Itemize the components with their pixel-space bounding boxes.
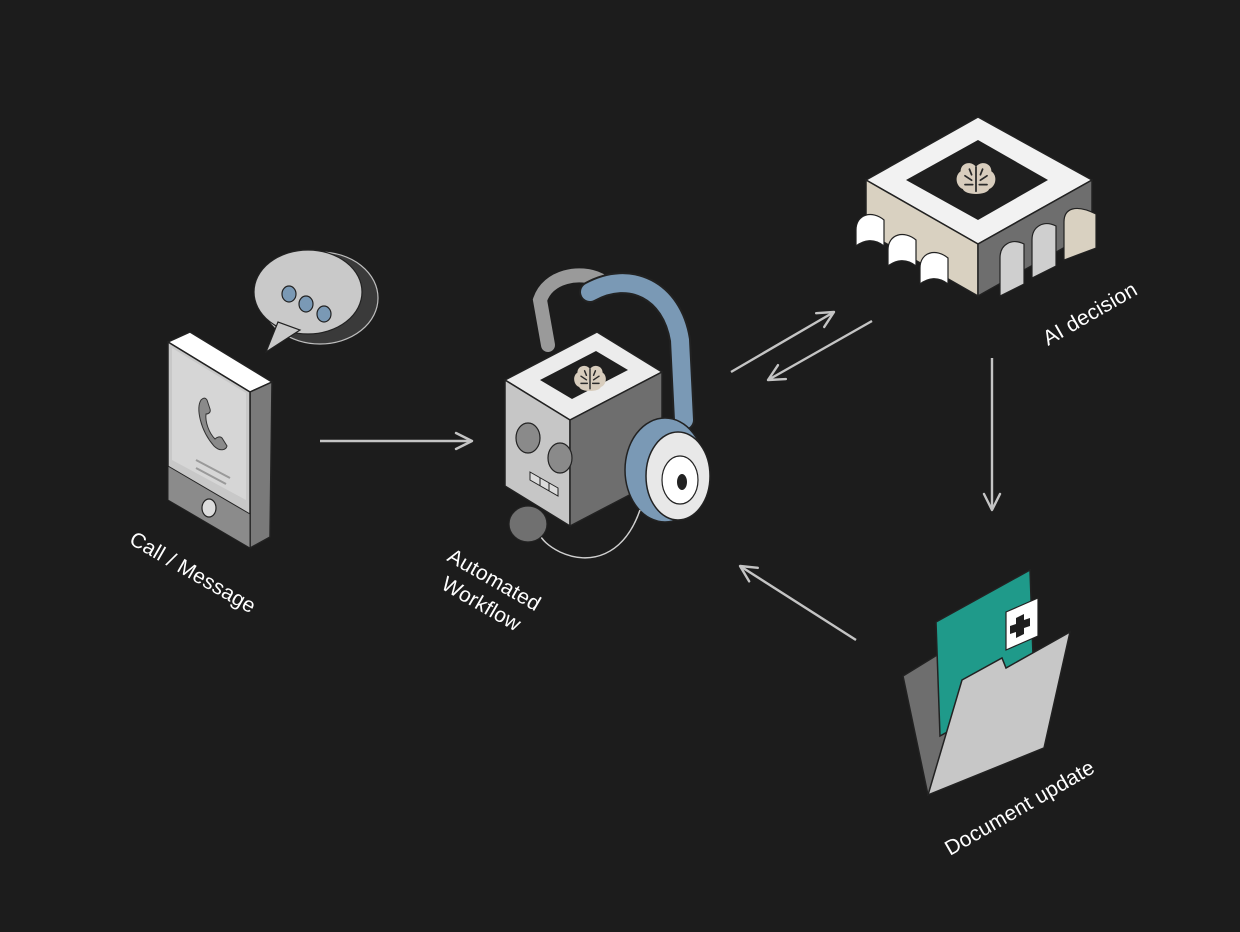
- arrow-ai-to-workflow: [766, 319, 873, 382]
- smartphone-icon: [166, 331, 274, 550]
- ai-chip-icon: [855, 116, 1097, 298]
- medical-folder-icon: [902, 568, 1072, 797]
- arrow-document-to-workflow: [738, 564, 857, 642]
- headset-robot-icon: [503, 268, 711, 559]
- connector-arrows: [320, 310, 1002, 642]
- label-ai-decision: AI decision: [1039, 278, 1141, 350]
- speech-bubble-icon: [253, 249, 379, 354]
- arrow-workflow-to-ai: [730, 310, 836, 374]
